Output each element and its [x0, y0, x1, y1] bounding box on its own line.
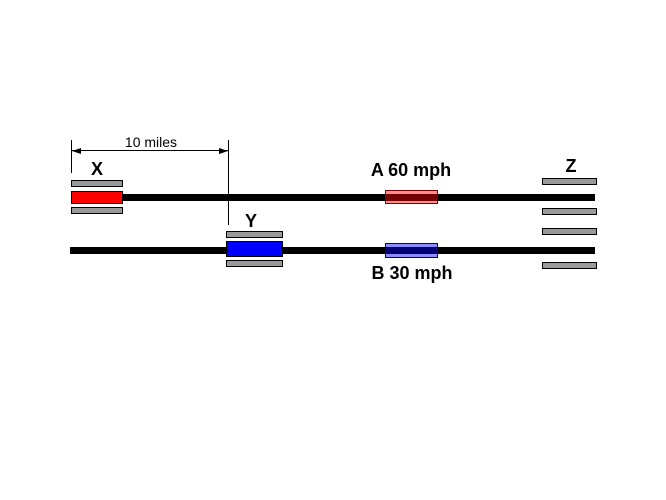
station-z-label: Z	[565, 156, 577, 176]
dimension-extension-line-right	[228, 140, 229, 225]
station-z-platform-1	[542, 178, 597, 185]
train-b-label: B 30 mph	[371, 263, 453, 283]
station-x-platform-upper	[71, 180, 123, 187]
train-a-label: A 60 mph	[370, 160, 452, 180]
train-b	[385, 243, 438, 258]
train-a	[385, 190, 438, 204]
station-x-label: X	[90, 159, 104, 179]
station-y-label: Y	[244, 211, 258, 231]
station-y-platform-lower	[226, 260, 283, 267]
station-x-platform-lower	[71, 207, 123, 214]
station-z-platform-2	[542, 208, 597, 215]
dimension-arrowhead-left	[72, 148, 81, 154]
train-stopped-at-x	[71, 191, 123, 204]
distance-label: 10 miles	[124, 134, 178, 150]
bottom-track	[70, 247, 595, 254]
station-y-platform-upper	[226, 231, 283, 238]
train-stopped-at-y	[226, 241, 283, 257]
station-z-platform-4	[542, 262, 597, 269]
station-z-platform-3	[542, 228, 597, 235]
dimension-extension-line-left	[71, 140, 72, 173]
dimension-line	[71, 150, 228, 151]
dimension-arrowhead-right	[219, 148, 228, 154]
top-track	[71, 194, 595, 201]
